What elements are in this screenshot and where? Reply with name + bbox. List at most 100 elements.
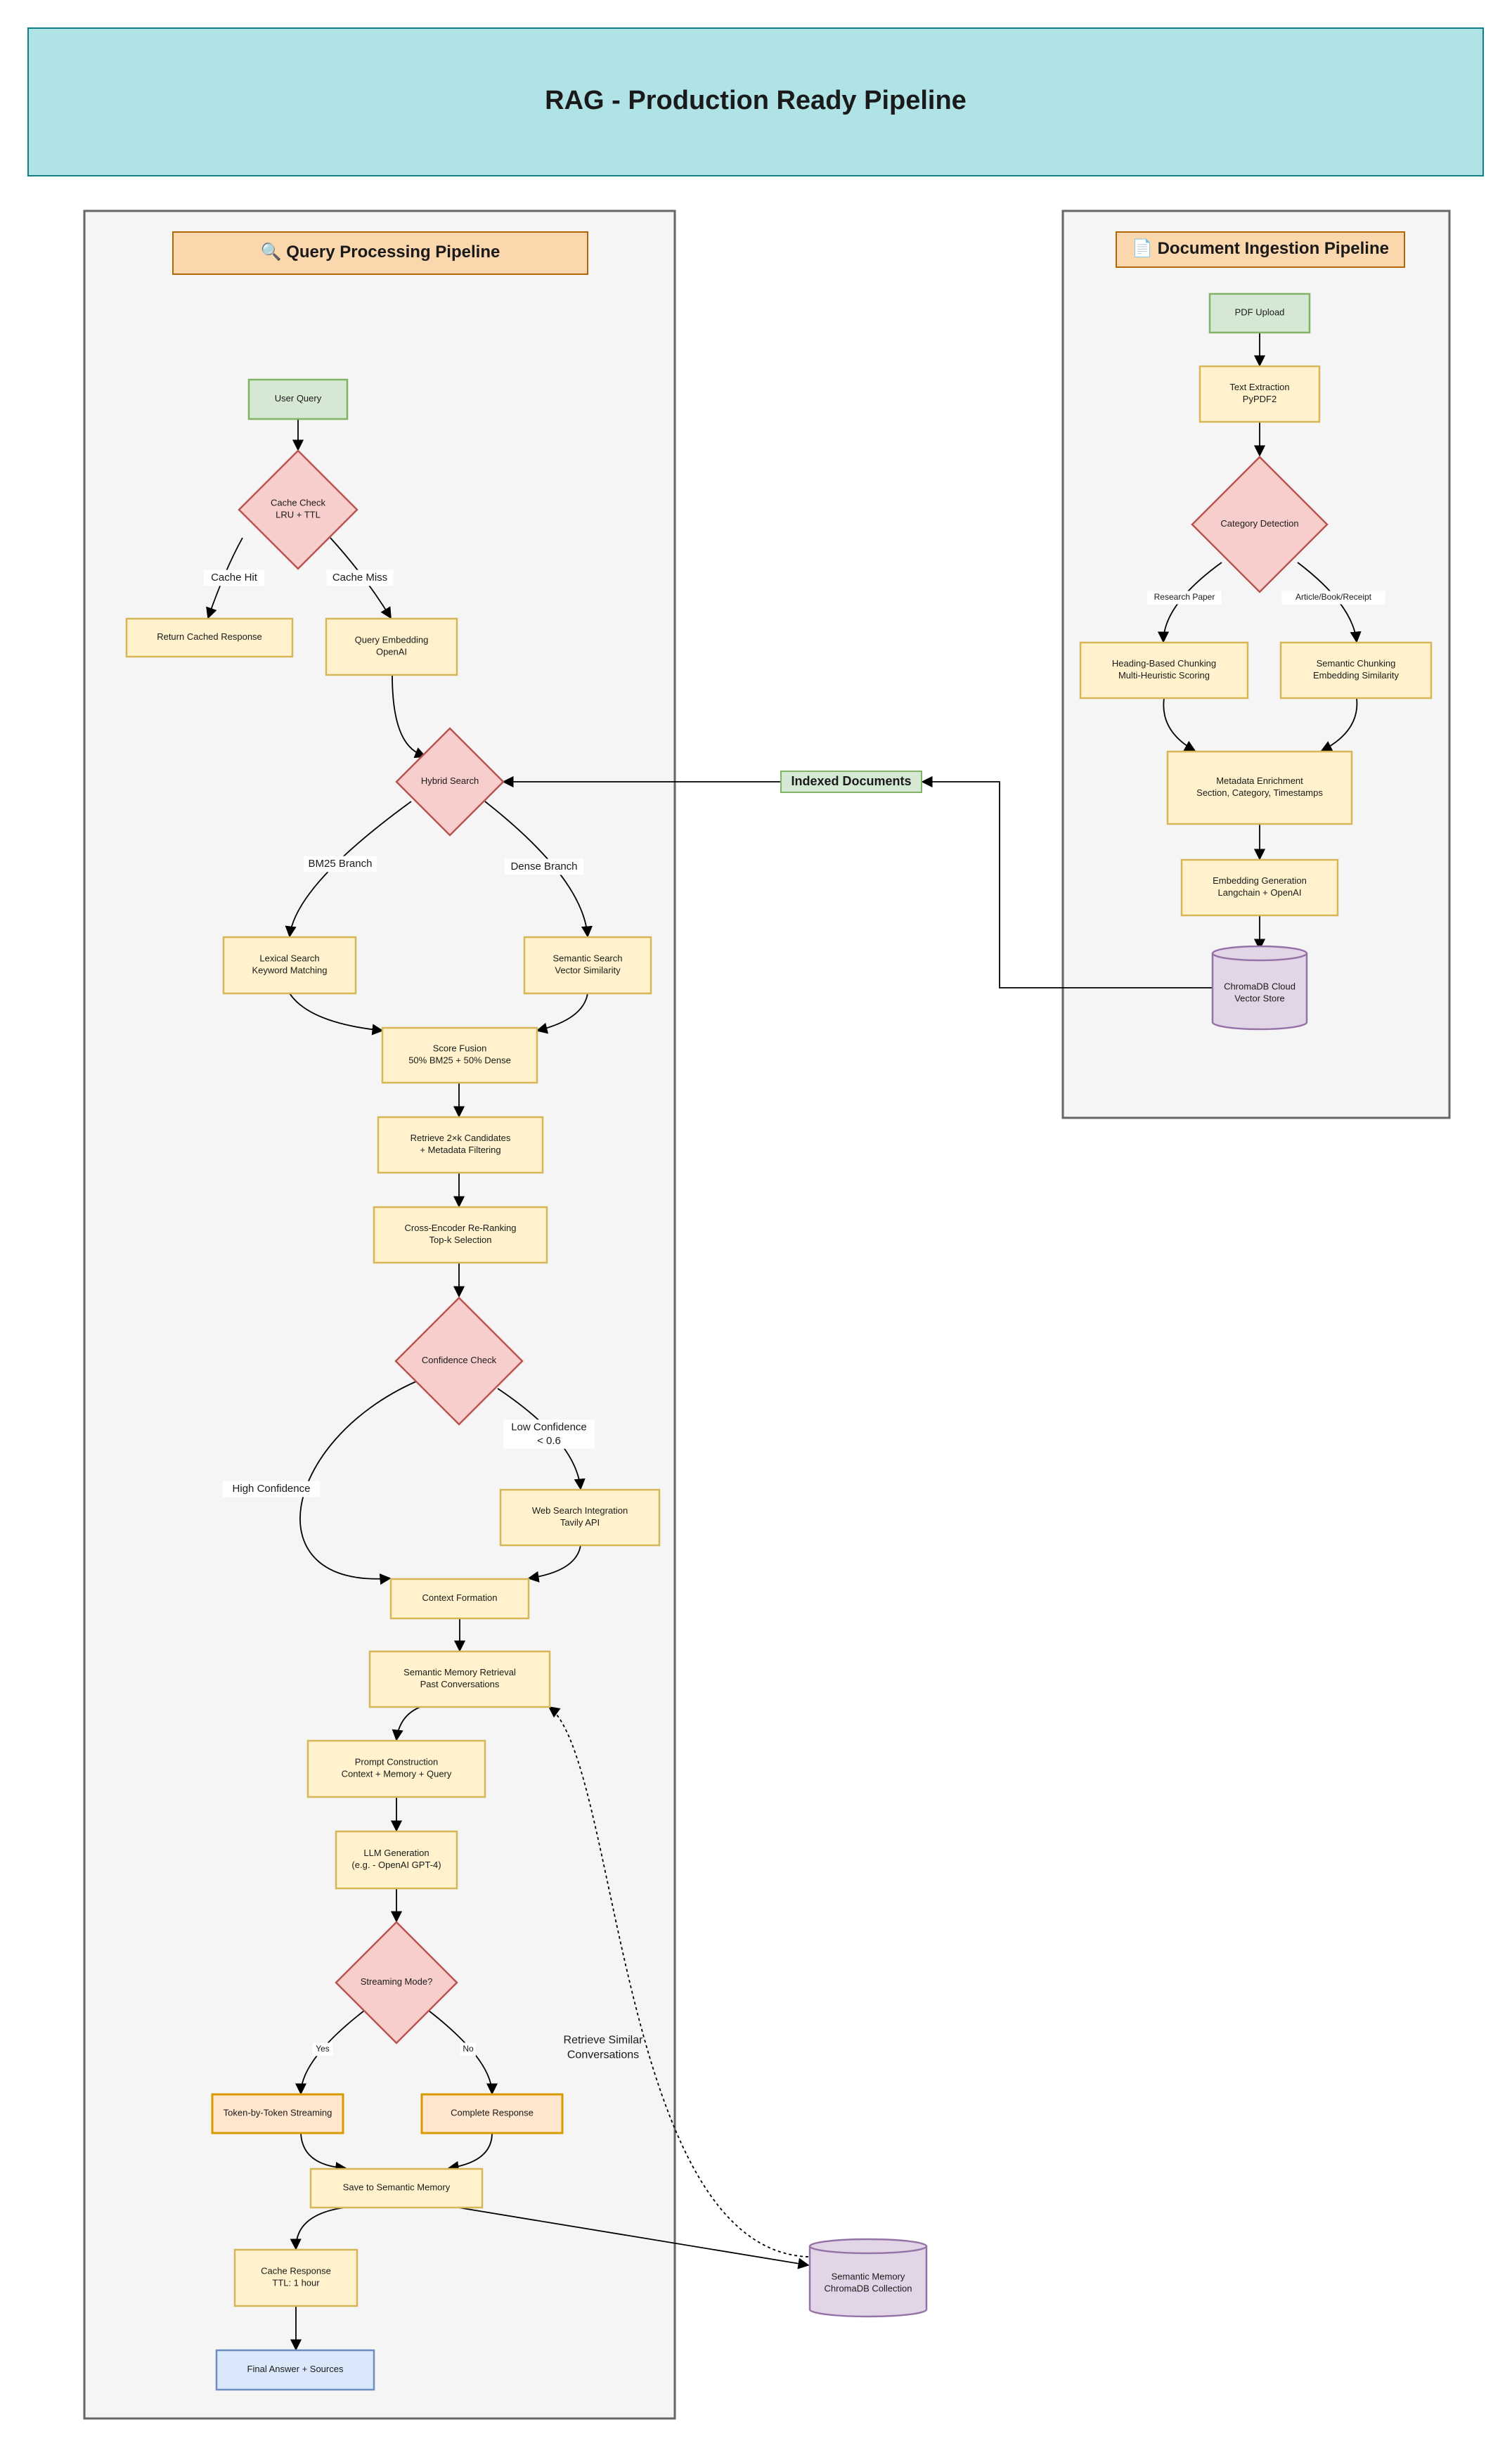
complete-response-node[interactable]: Complete Response — [420, 2093, 564, 2134]
streaming-mode-decision[interactable]: Streaming Mode? — [335, 1921, 458, 2044]
label-line: Streaming Mode? — [361, 1976, 433, 1987]
save-memory-node[interactable]: Save to Semantic Memory — [309, 2167, 484, 2209]
user-query-node[interactable]: User Query — [247, 378, 349, 420]
label-no: No — [460, 2042, 476, 2056]
label-cache-hit: Cache Hit — [203, 569, 265, 586]
label-bm25-branch-text: BM25 Branch — [309, 858, 373, 870]
label-line: Semantic Search — [553, 953, 623, 964]
label-yes-text: Yes — [316, 2044, 330, 2054]
label-line: Lexical Search — [259, 953, 319, 964]
category-detection-decision[interactable]: Category Detection — [1191, 456, 1329, 593]
label-line: Text Extraction — [1229, 382, 1289, 392]
label-line: 📄 Document Ingestion Pipeline — [1132, 238, 1389, 258]
edge-streaming-no — [428, 2010, 498, 2095]
return-cached-node[interactable]: Return Cached Response — [125, 617, 294, 658]
label-yes-bg — [312, 2042, 333, 2056]
label-line: Article/Book/Receipt — [1295, 592, 1372, 602]
web-search-node-shape — [499, 1488, 661, 1547]
context-formation-node[interactable]: Context Formation — [389, 1578, 530, 1620]
label-line: + Metadata Filtering — [420, 1145, 500, 1155]
edge-confidence-high — [299, 1381, 417, 1585]
label-line: Save to Semantic Memory — [343, 2182, 451, 2193]
label-line: PyPDF2 — [1243, 394, 1277, 404]
hybrid-search-decision[interactable]: Hybrid Search — [395, 727, 505, 837]
cache-check-decision-shape — [238, 449, 358, 570]
label-line: Prompt Construction — [355, 1757, 439, 1767]
label-line: High Confidence — [233, 1483, 311, 1495]
indexed-documents-node[interactable]: Indexed Documents — [780, 771, 922, 793]
label-line: Hybrid Search — [421, 775, 479, 786]
confidence-check-decision-shape — [394, 1296, 524, 1426]
label-line: Complete Response — [451, 2108, 534, 2118]
chromadb-cloud-db-body — [1211, 945, 1308, 1031]
ingestion-pipeline-header[interactable]: 📄 Document Ingestion Pipeline — [1116, 231, 1405, 268]
label-line: 50% BM25 + 50% Dense — [408, 1055, 511, 1066]
label-bm25-branch: BM25 Branch — [304, 856, 377, 872]
llm-generation-node[interactable]: LLM Generation(e.g. - OpenAI GPT-4) — [335, 1830, 458, 1890]
label-line: Token-by-Token Streaming — [224, 2108, 332, 2118]
query-pipeline-header[interactable]: 🔍 Query Processing Pipeline — [172, 231, 588, 275]
confidence-check-decision[interactable]: Confidence Check — [394, 1296, 524, 1426]
title-banner-shape — [27, 27, 1484, 176]
score-fusion-node-shape — [381, 1026, 538, 1084]
edge-semantic-fusion — [536, 993, 588, 1034]
edge-embedding-hybrid — [392, 674, 427, 759]
indexed-documents-node-label: Indexed Documents — [791, 774, 911, 788]
edge-heading-metadata — [1163, 697, 1196, 752]
label-line: RAG - Production Ready Pipeline — [545, 86, 967, 115]
return-cached-node-shape — [125, 617, 294, 658]
confidence-check-decision-label: Confidence Check — [422, 1355, 497, 1365]
label-line: Yes — [316, 2044, 330, 2054]
label-line: Semantic Memory — [832, 2272, 905, 2282]
title-banner[interactable]: RAG - Production Ready Pipeline — [27, 27, 1484, 176]
final-answer-node[interactable]: Final Answer + Sources — [215, 2349, 375, 2391]
llm-generation-node-shape — [335, 1830, 458, 1890]
hybrid-search-decision-label: Hybrid Search — [421, 775, 479, 786]
token-streaming-node-shape — [211, 2093, 344, 2134]
label-line: Embedding Generation — [1213, 875, 1307, 886]
indexed-documents-node-shape — [780, 771, 922, 793]
save-memory-node-label: Save to Semantic Memory — [343, 2182, 451, 2193]
label-line: Context + Memory + Query — [342, 1769, 452, 1779]
reranking-node-shape — [373, 1206, 548, 1264]
pdf-upload-node[interactable]: PDF Upload — [1208, 292, 1311, 334]
lexical-search-node-shape — [222, 936, 357, 995]
retrieve-candidates-node[interactable]: Retrieve 2×k Candidates+ Metadata Filter… — [377, 1116, 544, 1174]
complete-response-node-shape — [420, 2093, 564, 2134]
label-dense-branch-text: Dense Branch — [510, 861, 577, 872]
label-line: Section, Category, Timestamps — [1196, 787, 1323, 798]
label-line: Heading-Based Chunking — [1112, 658, 1216, 669]
chromadb-cloud-db-rim — [1211, 953, 1308, 962]
label-line: Langchain + OpenAI — [1218, 887, 1302, 898]
token-streaming-node[interactable]: Token-by-Token Streaming — [211, 2093, 344, 2134]
final-answer-node-shape — [215, 2349, 375, 2391]
label-line: LLM Generation — [363, 1848, 429, 1858]
